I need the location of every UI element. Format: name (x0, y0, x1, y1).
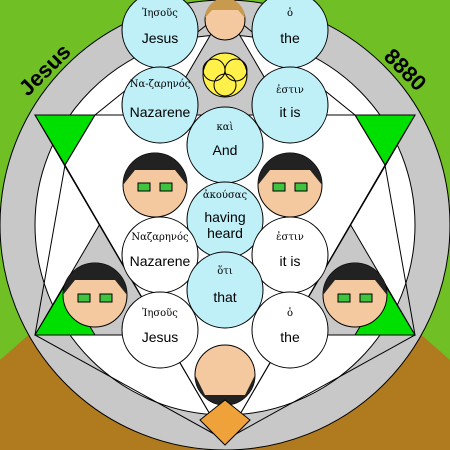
yellow-flower (202, 52, 248, 98)
bubble-4: ἐστιν it is (251, 66, 329, 144)
bubble-word: Nazarene (130, 104, 191, 120)
bubble-9: ὅτι that (186, 251, 264, 329)
bubble-3: Να-ζαρηνός Nazarene (121, 66, 199, 144)
bubble-greek: ἐστιν (276, 85, 304, 96)
bubble-greek: Να-ζαρηνός (130, 79, 191, 90)
bubble-word: And (213, 142, 238, 158)
bubble-greek: ὁ (287, 8, 293, 19)
bubble-greek: ὁ (287, 308, 293, 319)
bubble-word: that (213, 289, 236, 305)
face-right-upper (257, 152, 323, 218)
bubble-greek: καὶ (217, 122, 234, 133)
bubble-greek: ἀκούσας (203, 190, 248, 201)
face-top (204, 0, 246, 41)
bubble-word: Jesus (142, 329, 179, 345)
bubble-2: ὁ the (251, 0, 329, 69)
bubble-greek: ὅτι (217, 266, 233, 277)
bubble-5: καὶ And (186, 106, 264, 184)
face-left-lower (62, 262, 128, 328)
bubble-7: Ναζαρηνός Nazarene (121, 216, 199, 294)
face-left-upper (122, 152, 188, 218)
bubble-word: Nazarene (130, 253, 191, 269)
bubble-greek: ἐστιν (276, 232, 304, 243)
bubble-word: the (280, 329, 300, 345)
bubble-word: it is (280, 253, 301, 269)
bubble-greek: Ἰησοῦς (142, 8, 178, 19)
bubble-word: the (280, 30, 300, 46)
face-right-lower (322, 262, 388, 328)
bubble-10: Ἰησοῦς Jesus (121, 291, 199, 369)
bubble-word: Jesus (142, 30, 179, 46)
face-bottom (194, 344, 256, 446)
bubble-greek: Ναζαρηνός (131, 232, 189, 243)
bubble-11: ὁ the (251, 291, 329, 369)
bubble-greek: Ἰησοῦς (142, 308, 178, 319)
bubble-8: ἐστιν it is (251, 216, 329, 294)
bubble-1: Ἰησοῦς Jesus (121, 0, 199, 69)
bubble-word: it is (280, 104, 301, 120)
